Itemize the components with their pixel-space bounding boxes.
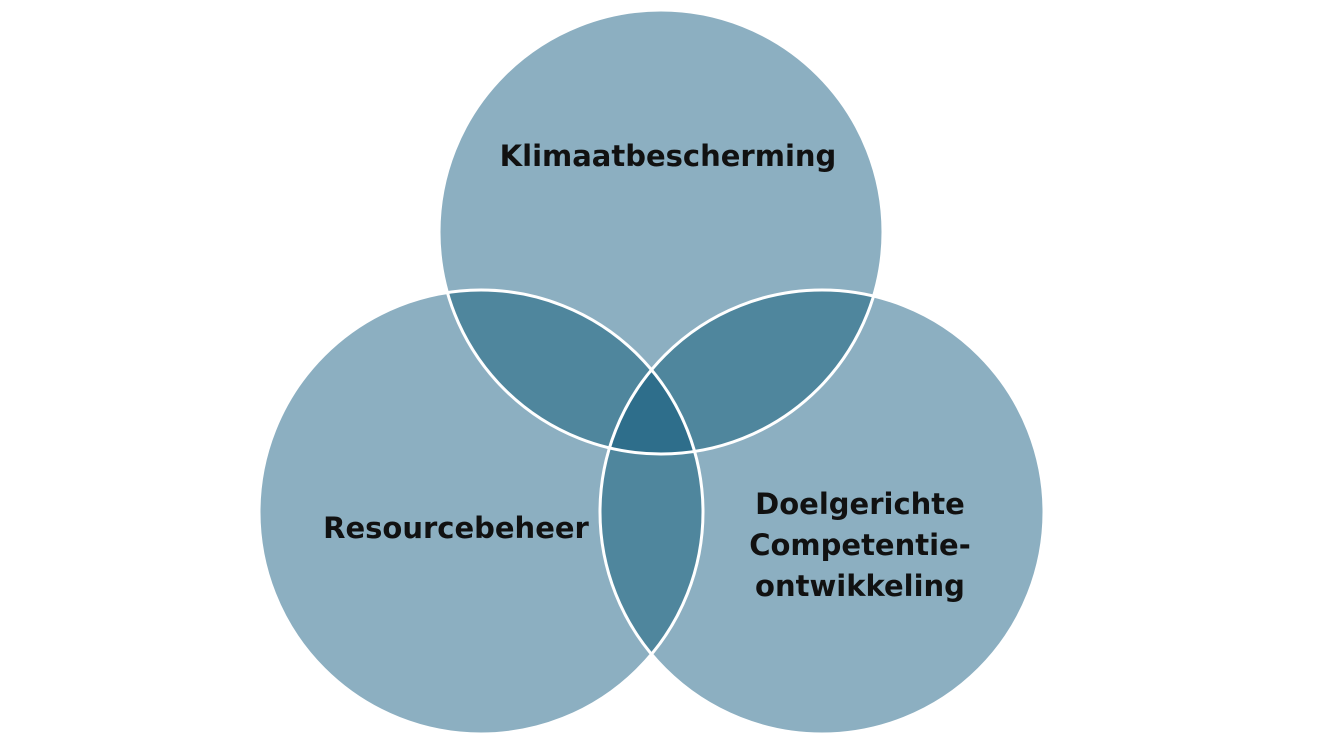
label-competentieontwikkeling: Doelgerichte Competentie- ontwikkeling xyxy=(660,484,1060,607)
label-resourcebeheer: Resourcebeheer xyxy=(256,508,656,549)
label-left-line-1: Resourcebeheer xyxy=(323,511,589,545)
label-right-line-1: Doelgerichte xyxy=(755,487,965,521)
overlap-top-left xyxy=(439,290,703,454)
outline-top xyxy=(437,8,885,456)
label-klimaatbescherming: Klimaatbescherming xyxy=(468,136,868,177)
outline-left xyxy=(257,288,705,736)
label-right-line-2: Competentie- xyxy=(749,528,971,562)
overlap-top-right xyxy=(600,290,883,454)
outline-right xyxy=(598,288,1046,736)
label-top-line-1: Klimaatbescherming xyxy=(499,139,837,173)
label-right-line-3: ontwikkeling xyxy=(755,569,965,603)
